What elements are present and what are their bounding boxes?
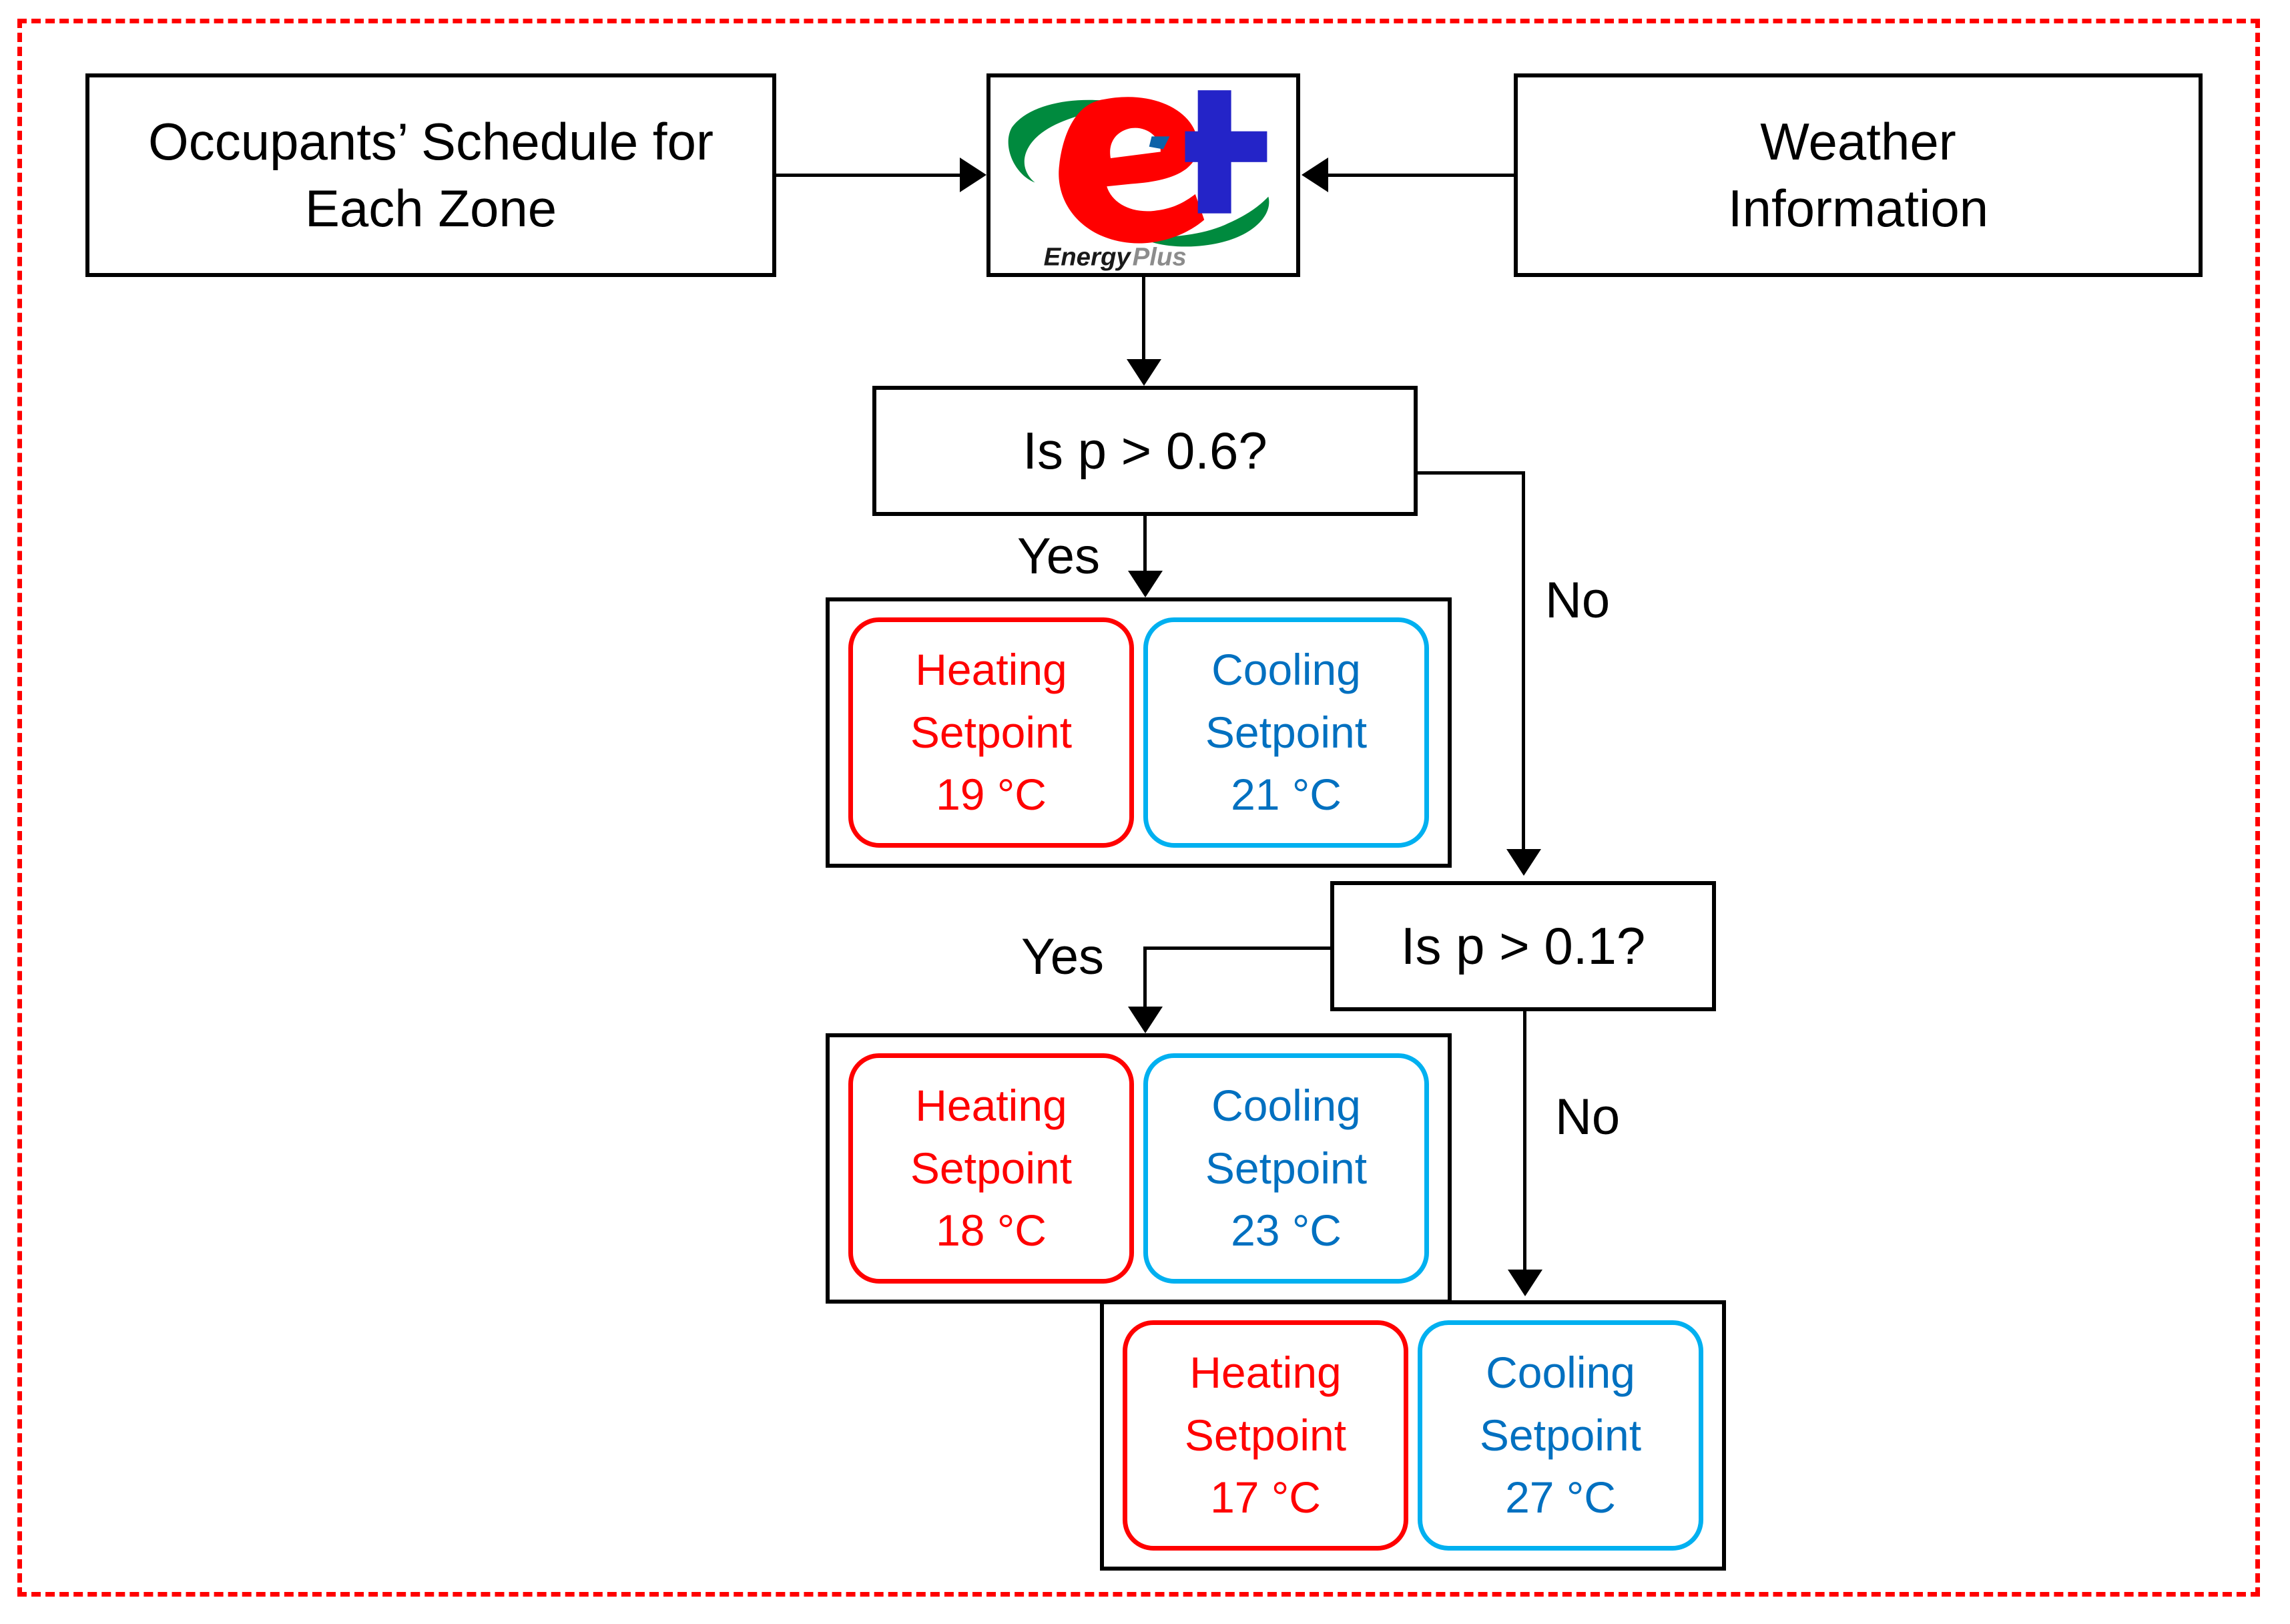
arrowhead-decision-1-yes [1128, 571, 1163, 597]
occupants-line-1: Occupants’ Schedule for [148, 111, 713, 171]
weather-information-box: Weather Information [1514, 73, 2203, 277]
cooling-value-2: 23 °C [1231, 1205, 1342, 1256]
heating-value-3: 17 °C [1210, 1472, 1321, 1523]
branch-label-decision-2-no: No [1555, 1089, 1621, 1145]
decision-box-p-gt-0-6: Is p > 0.6? [872, 386, 1418, 516]
energyplus-logo-icon: Energy Plus [1008, 90, 1269, 271]
cooling-label-line-2: Setpoint [1479, 1410, 1642, 1460]
arrowhead-decision-1-no [1506, 849, 1541, 876]
connector-decision-1-no-horizontal [1418, 471, 1525, 475]
connector-decision-2-yes-horizontal [1143, 946, 1332, 950]
heating-label-line-2: Setpoint [1184, 1410, 1347, 1460]
cooling-label-line-1: Cooling [1211, 644, 1361, 694]
decision-1-text: Is p > 0.6? [1023, 421, 1267, 480]
occupants-schedule-box: Occupants’ Schedule for Each Zone [85, 73, 776, 277]
connector-engine-to-decision-1 [1142, 277, 1145, 360]
connector-decision-1-no-vertical [1522, 471, 1525, 852]
arrowhead-occupants-to-engine [960, 158, 986, 192]
arrowhead-weather-to-engine [1302, 158, 1328, 192]
cooling-setpoint-card-1: Cooling Setpoint 21 °C [1143, 617, 1429, 848]
branch-label-decision-2-yes: Yes [1021, 928, 1104, 985]
connector-decision-2-no [1523, 1011, 1526, 1272]
heating-label-line-2: Setpoint [910, 1143, 1073, 1193]
setpoint-group-1: Heating Setpoint 19 °C Cooling Setpoint … [826, 597, 1452, 868]
heating-label-line-2: Setpoint [910, 707, 1073, 757]
connector-decision-2-yes-vertical [1143, 946, 1147, 1008]
svg-text:Plus: Plus [1133, 242, 1187, 271]
connector-occupants-to-engine [776, 174, 960, 177]
decision-2-text: Is p > 0.1? [1400, 916, 1646, 975]
branch-label-decision-1-no: No [1545, 572, 1611, 629]
weather-line-1: Weather [1760, 111, 1956, 171]
energyplus-logo: Energy Plus [990, 77, 1296, 273]
heating-value-2: 18 °C [936, 1205, 1047, 1256]
connector-weather-to-engine [1328, 174, 1514, 177]
energyplus-logo-box: Energy Plus [986, 73, 1300, 277]
cooling-label-line-1: Cooling [1211, 1080, 1361, 1130]
heating-label-line-1: Heating [915, 644, 1067, 694]
heating-setpoint-card-1: Heating Setpoint 19 °C [848, 617, 1134, 848]
heating-setpoint-card-3: Heating Setpoint 17 °C [1123, 1320, 1408, 1551]
dashed-boundary-frame [17, 19, 2260, 1597]
heating-label-line-1: Heating [1189, 1347, 1342, 1397]
occupants-line-2: Each Zone [304, 178, 557, 238]
connector-decision-1-yes [1143, 516, 1147, 573]
setpoint-group-2: Heating Setpoint 18 °C Cooling Setpoint … [826, 1033, 1452, 1304]
heating-value-1: 19 °C [936, 770, 1047, 820]
cooling-label-line-2: Setpoint [1205, 707, 1368, 757]
heating-label-line-1: Heating [915, 1080, 1067, 1130]
cooling-label-line-1: Cooling [1486, 1347, 1635, 1397]
arrowhead-decision-2-yes [1128, 1007, 1163, 1033]
svg-text:Energy: Energy [1044, 242, 1132, 271]
arrowhead-engine-to-decision-1 [1127, 359, 1161, 386]
cooling-setpoint-card-2: Cooling Setpoint 23 °C [1143, 1053, 1429, 1284]
cooling-setpoint-card-3: Cooling Setpoint 27 °C [1418, 1320, 1703, 1551]
cooling-value-1: 21 °C [1231, 770, 1342, 820]
arrowhead-decision-2-no [1508, 1270, 1542, 1296]
cooling-label-line-2: Setpoint [1205, 1143, 1368, 1193]
setpoint-group-3: Heating Setpoint 17 °C Cooling Setpoint … [1100, 1300, 1726, 1571]
branch-label-decision-1-yes: Yes [1017, 528, 1100, 585]
decision-box-p-gt-0-1: Is p > 0.1? [1330, 881, 1716, 1011]
weather-line-2: Information [1727, 178, 1989, 238]
cooling-value-3: 27 °C [1505, 1472, 1616, 1523]
heating-setpoint-card-2: Heating Setpoint 18 °C [848, 1053, 1134, 1284]
